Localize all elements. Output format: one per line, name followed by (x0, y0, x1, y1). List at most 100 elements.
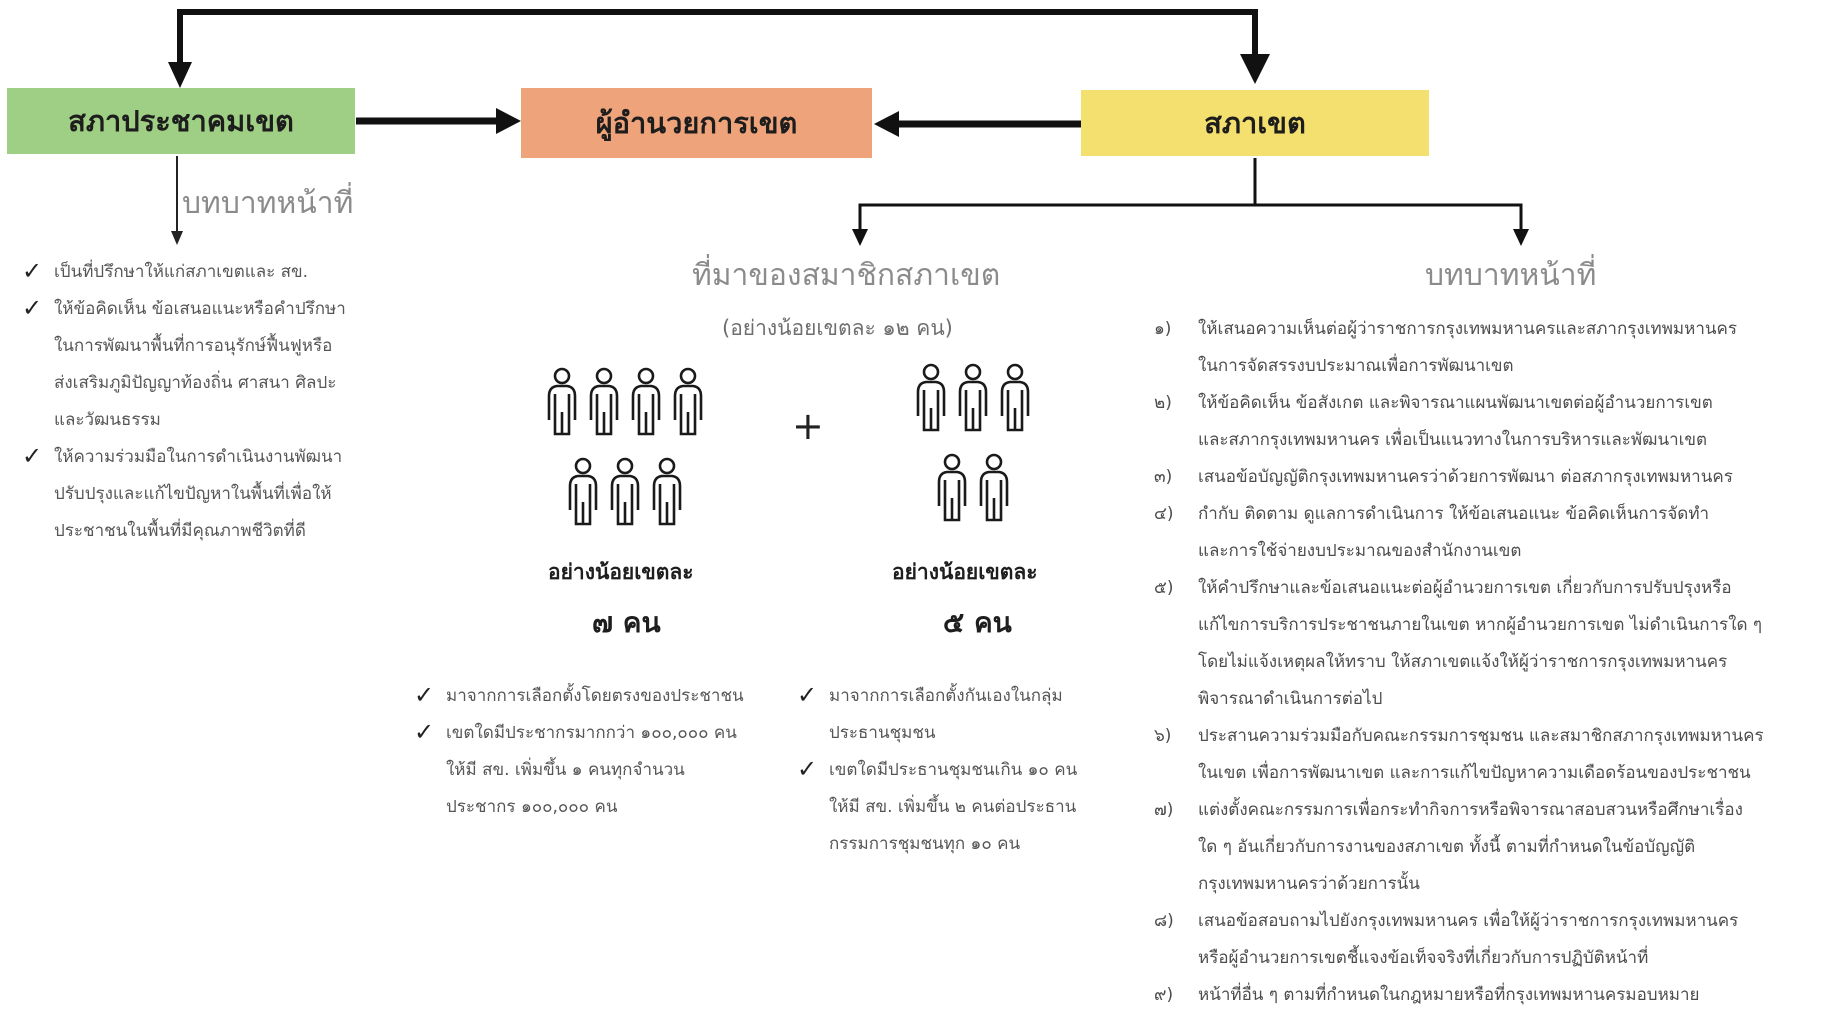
district-director-box: ผู้อำนวยการเขต (521, 88, 872, 158)
elected-members-list: ✓ มาจากการเลือกตั้งโดยตรงของประชาชน ✓ เข… (414, 678, 794, 826)
list-item-text: กำกับ ติดตาม ดูแลการดำเนินการ ให้ข้อเสนอ… (1198, 504, 1710, 524)
council-branch-arrow (858, 158, 1523, 232)
plus-sign: + (792, 404, 824, 448)
item-number: ๗) (1154, 800, 1174, 820)
person-icon (547, 367, 577, 436)
council-members-minimum: (อย่างน้อยเขตละ ๑๒ คน) (722, 316, 953, 340)
list-item: ๖)ประสานความร่วมมือกับคณะกรรมการชุมชน แล… (1154, 718, 1824, 792)
loop-arrowhead-left (168, 62, 192, 88)
list-item: ๗) แต่งตั้งคณะกรรมการเพื่อกระทำกิจการหรือ… (1154, 792, 1824, 903)
list-item-text: ให้ข้อคิดเห็น ข้อเสนอแนะหรือคำปรึกษา (54, 299, 346, 319)
person-icon (589, 367, 619, 436)
group-b-label: อย่างน้อยเขตละ (892, 560, 1038, 584)
arrowhead-director-left (496, 108, 521, 134)
list-item-text: และสภากรุงเทพมหานคร เพื่อเป็นแนวทางในการ… (1198, 430, 1708, 450)
list-item-text: กรุงเทพมหานครว่าด้วยการนั้น (1198, 874, 1420, 894)
community-roles-heading: บทบาทหน้าที่ (182, 186, 354, 221)
community-assembly-label: สภาประชาคมเขต (68, 104, 294, 138)
checkmark-icon: ✓ (797, 681, 818, 709)
checkmark-icon: ✓ (414, 681, 435, 709)
item-number: ๒) (1154, 393, 1172, 413)
list-item-text: และวัฒนธรรม (54, 410, 161, 430)
person-icon (979, 453, 1009, 522)
person-icon (652, 457, 682, 526)
council-members-origin-heading: ที่มาของสมาชิกสภาเขต (692, 258, 1001, 293)
checkmark-icon: ✓ (414, 718, 435, 746)
person-icon (937, 453, 967, 522)
list-item: ✓ เป็นที่ปรึกษาให้แก่สภาเขตและ สข. (22, 254, 402, 291)
people-group-a (547, 367, 703, 526)
person-icon (916, 363, 946, 432)
list-item-text: หรือผู้อำนวยการเขตชี้แจงข้อเท็จจริงที่เก… (1198, 948, 1649, 968)
list-item: ๙) หน้าที่อื่น ๆ ตามที่กำหนดในกฎหมายหรือท… (1154, 977, 1824, 1014)
list-item-text: ประชากร ๑๐๐,๐๐๐ คน (446, 797, 618, 817)
list-item: ๒) ให้ข้อคิดเห็น ข้อสังเกต และพิจารณาแผนพ… (1154, 385, 1824, 459)
checkmark-icon: ✓ (22, 442, 43, 470)
list-item-text: เสนอข้อบัญญัติกรุงเทพมหานครว่าด้วยการพัฒ… (1198, 467, 1733, 487)
list-item-text: ให้เสนอความเห็นต่อผู้ว่าราชการกรุงเทพมหา… (1198, 319, 1738, 339)
community-chair-members-list: ✓ มาจากการเลือกตั้งกันเองในกลุ่ม ประธานช… (797, 678, 1137, 863)
list-item: ✓ มาจากการเลือกตั้งกันเองในกลุ่ม ประธานช… (797, 678, 1137, 752)
list-item-text: เป็นที่ปรึกษาให้แก่สภาเขตและ สข. (54, 262, 309, 282)
item-number: ๙) (1154, 985, 1174, 1005)
list-item-text: ให้ข้อคิดเห็น ข้อสังเกต และพิจารณาแผนพัฒ… (1198, 393, 1713, 413)
checkmark-icon: ✓ (22, 257, 43, 285)
list-item-text: แก้ไขการบริการประชาชนภายในเขต หากผู้อำนว… (1198, 615, 1763, 635)
list-item: ✓ มาจากการเลือกตั้งโดยตรงของประชาชน (414, 678, 794, 715)
person-icon (568, 457, 598, 526)
person-icon (631, 367, 661, 436)
list-item-text: ให้มี สข. เพิ่มขึ้น ๑ คนทุกจำนวน (446, 760, 685, 780)
list-item-text: เขตใดมีประธานชุมชนเกิน ๑๐ คน (829, 760, 1078, 780)
checkmark-icon: ✓ (797, 755, 818, 783)
district-council-box: สภาเขต (1081, 90, 1429, 156)
community-roles-list: ✓ เป็นที่ปรึกษาให้แก่สภาเขตและ สข. ✓ ให้… (22, 254, 402, 550)
list-item-text: เขตใดมีประชากรมากกว่า ๑๐๐,๐๐๐ คน (446, 723, 737, 743)
list-item: ✓ เขตใดมีประธานชุมชนเกิน ๑๐ คน ให้มี สข.… (797, 752, 1137, 863)
list-item: ✓ เขตใดมีประชากรมากกว่า ๑๐๐,๐๐๐ คน ให้มี… (414, 715, 794, 826)
list-item: ๕) ให้คำปรึกษาและข้อเสนอแนะต่อผู้อำนวยการ… (1154, 570, 1824, 718)
list-item: ✓ ให้ข้อคิดเห็น ข้อเสนอแนะหรือคำปรึกษา ใ… (22, 291, 402, 439)
list-item-text: แต่งตั้งคณะกรรมการเพื่อกระทำกิจการหรือพิ… (1198, 800, 1743, 820)
group-a-count: ๗ คน (592, 606, 661, 639)
item-number: ๓) (1154, 467, 1173, 487)
person-icon (673, 367, 703, 436)
list-item: ๔) กำกับ ติดตาม ดูแลการดำเนินการ ให้ข้อเส… (1154, 496, 1824, 570)
list-item-text: กรรมการชุมชนทุก ๑๐ คน (829, 834, 1021, 854)
list-item-text: ใด ๆ อันเกี่ยวกับการงานของสภาเขต ทั้งนี้… (1198, 837, 1696, 857)
person-icon (958, 363, 988, 432)
list-item-text: ประธานชุมชน (829, 723, 936, 743)
community-assembly-box: สภาประชาคมเขต (7, 88, 355, 154)
list-item-text: ส่งเสริมภูมิปัญญาท้องถิ่น ศาสนา ศิลปะ (54, 373, 337, 393)
item-number: ๘) (1154, 911, 1174, 931)
list-item-text: ประสานความร่วมมือกับคณะกรรมการชุมชน และส… (1198, 726, 1764, 746)
group-b-count: ๕ คน (943, 606, 1012, 639)
council-roles-heading: บทบาทหน้าที่ (1425, 258, 1597, 293)
list-item-text: เสนอข้อสอบถามไปยังกรุงเทพมหานคร เพื่อให้… (1198, 911, 1739, 931)
list-item-text: ให้คำปรึกษาและข้อเสนอแนะต่อผู้อำนวยการเข… (1198, 578, 1732, 598)
list-item-text: หน้าที่อื่น ๆ ตามที่กำหนดในกฎหมายหรือที่… (1198, 985, 1700, 1005)
list-item: ๓) เสนอข้อบัญญัติกรุงเทพมหานครว่าด้วยการพ… (1154, 459, 1824, 496)
list-item-text: ให้มี สข. เพิ่มขึ้น ๒ คนต่อประธาน (829, 797, 1077, 817)
district-council-label: สภาเขต (1204, 106, 1306, 140)
community-roles-arrowhead (171, 231, 183, 245)
list-item-text: ในการพัฒนาพื้นที่การอนุรักษ์ฟื้นฟูหรือ (54, 336, 333, 356)
person-icon (1000, 363, 1030, 432)
list-item-text: มาจากการเลือกตั้งโดยตรงของประชาชน (446, 686, 744, 706)
list-item-text: มาจากการเลือกตั้งกันเองในกลุ่ม (829, 686, 1063, 706)
people-group-b (916, 363, 1030, 522)
list-item-text: ปรับปรุงและแก้ไขปัญหาในพื้นที่เพื่อให้ (54, 484, 332, 504)
item-number: ๑) (1154, 319, 1172, 339)
group-a-label: อย่างน้อยเขตละ (548, 560, 694, 584)
item-number: ๕) (1154, 578, 1174, 598)
list-item-text: ในเขต เพื่อการพัฒนาเขต และการแก้ไขปัญหาค… (1198, 763, 1751, 783)
list-item-text: โดยไม่แจ้งเหตุผลให้ทราบ ให้สภาเขตแจ้งให้… (1198, 652, 1728, 672)
council-roles-list: ๑) ให้เสนอความเห็นต่อผู้ว่าราชการกรุงเทพม… (1154, 311, 1824, 1014)
list-item: ๑) ให้เสนอความเห็นต่อผู้ว่าราชการกรุงเทพม… (1154, 311, 1824, 385)
item-number: ๔) (1154, 504, 1174, 524)
council-branch-arrowhead-right (1513, 229, 1529, 246)
list-item-text: พิจารณาดำเนินการต่อไป (1198, 689, 1383, 709)
list-item: ✓ ให้ความร่วมมือในการดำเนินงานพัฒนา ปรับ… (22, 439, 402, 550)
top-loop-arrow (177, 9, 1270, 84)
list-item-text: ให้ความร่วมมือในการดำเนินงานพัฒนา (54, 447, 343, 467)
